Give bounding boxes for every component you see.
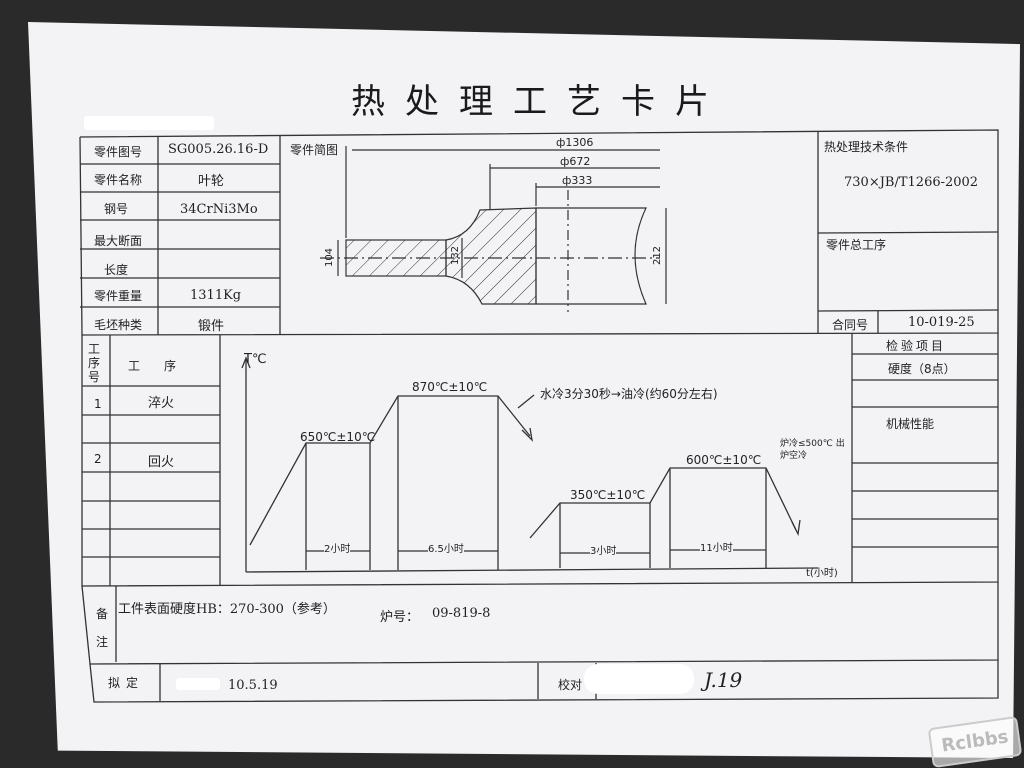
process-step-2-no: 2 xyxy=(94,452,102,466)
label-temper-high: 600℃±10℃ xyxy=(686,453,762,467)
info-value-part-name: 叶轮 xyxy=(198,174,225,189)
sketch-label: 零件简图 xyxy=(290,143,339,157)
label-temper-low: 350℃±10℃ xyxy=(570,488,646,502)
dim-inner-diameter: ф333 xyxy=(562,174,593,187)
label-duration-1: 2小时 xyxy=(324,540,351,555)
treatment-curve xyxy=(241,356,819,573)
curve-y-axis-label: T℃ xyxy=(244,352,267,367)
tech-conditions-label: 热处理技术条件 xyxy=(824,140,909,154)
label-quench-temp: 870℃±10℃ xyxy=(412,380,488,394)
contract-value: 10-019-25 xyxy=(908,315,975,330)
inspection-item-mechanical: 机械性能 xyxy=(886,417,935,431)
part-sketch xyxy=(320,146,667,312)
redacted-drafter xyxy=(176,678,220,690)
info-label-blank-type: 毛坯种类 xyxy=(94,318,143,332)
label-quench-cooling: 水冷3分30秒→油冷(约60分左右) xyxy=(540,387,718,401)
curve-x-axis-label: t(小时) xyxy=(806,568,838,579)
label-duration-2: 6.5小时 xyxy=(428,540,464,555)
inspection-header: 检验项目 xyxy=(886,339,947,353)
paper-sheet xyxy=(28,22,1020,758)
check-label: 校对 xyxy=(558,678,583,692)
process-step-1-name: 淬火 xyxy=(148,396,175,411)
inspection-item-hardness: 硬度（8点） xyxy=(888,362,956,376)
remarks-label: 备注 xyxy=(96,607,109,649)
draft-date: 10.5.19 xyxy=(228,678,278,693)
label-preheat-temp: 650℃±10℃ xyxy=(300,430,376,444)
dim-mid-diameter: ф672 xyxy=(560,155,591,168)
info-label-length: 长度 xyxy=(104,263,129,277)
info-value-drawing-no: SG005.26.16-D xyxy=(168,142,269,157)
check-signature: J.19 xyxy=(704,668,743,692)
redacted-checker xyxy=(584,664,694,694)
total-process-label: 零件总工序 xyxy=(826,238,887,252)
process-no-header: 工序号 xyxy=(88,342,101,384)
dim-center-height: 132 xyxy=(450,245,462,266)
process-step-2-name: 回火 xyxy=(148,455,175,470)
process-step-header: 工 序 xyxy=(128,359,183,373)
dim-left-height: 104 xyxy=(324,247,336,268)
info-label-weight: 零件重量 xyxy=(94,289,143,303)
dim-right-height: 212 xyxy=(652,245,664,266)
info-label-max-section: 最大断面 xyxy=(94,234,143,248)
draft-label: 拟定 xyxy=(108,676,145,690)
furnace-label: 炉号： xyxy=(380,610,420,625)
info-label-drawing-no: 零件图号 xyxy=(94,145,143,159)
furnace-value: 09-819-8 xyxy=(432,606,491,621)
info-value-blank-type: 锻件 xyxy=(198,319,225,334)
process-step-1-no: 1 xyxy=(94,397,102,411)
card-title: 热处理工艺卡片 xyxy=(351,82,729,122)
info-value-weight: 1311Kg xyxy=(190,288,242,303)
info-value-steel-grade: 34CrNi3Mo xyxy=(180,202,258,217)
tech-conditions-value: 730×JB/T1266-2002 xyxy=(844,175,979,190)
label-temper-cooling: 炉冷≤500℃ 出炉空冷 xyxy=(780,439,845,461)
redacted-area xyxy=(84,116,214,130)
contract-label: 合同号 xyxy=(832,318,869,332)
label-duration-4: 11小时 xyxy=(700,539,733,554)
dim-outer-diameter: ф1306 xyxy=(556,136,594,149)
label-duration-3: 3小时 xyxy=(590,542,617,557)
info-label-part-name: 零件名称 xyxy=(94,173,143,187)
info-label-steel-grade: 钢号 xyxy=(104,202,129,216)
remarks-hardness: 工件表面硬度HB：270-300（参考） xyxy=(118,602,336,617)
